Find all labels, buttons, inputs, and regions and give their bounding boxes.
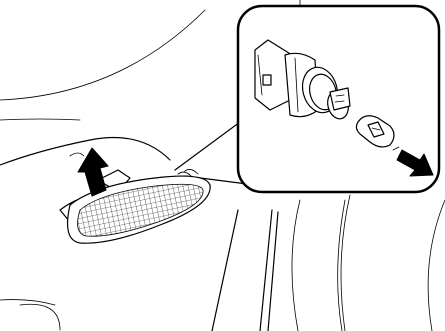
callout-inset [238,6,439,192]
side-marker-lamp [60,169,210,243]
rotate-arrow [70,148,108,196]
